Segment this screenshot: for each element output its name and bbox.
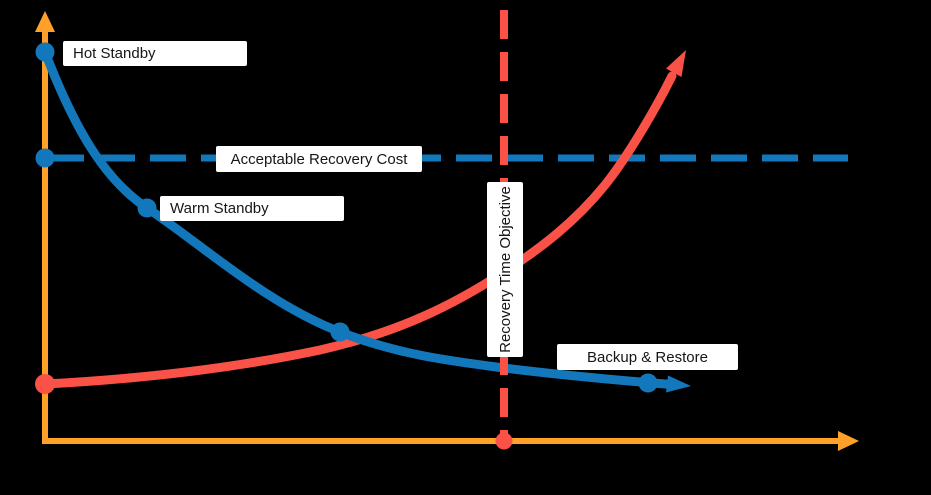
descending-curve-arrow-icon bbox=[666, 375, 691, 393]
ascending-curve-arrow-icon bbox=[666, 50, 686, 77]
backup-restore-label-text: Backup & Restore bbox=[587, 348, 708, 366]
hot-standby-label-text: Hot Standby bbox=[73, 45, 156, 62]
backup-restore-point bbox=[638, 373, 658, 393]
rto-axis-point bbox=[495, 432, 513, 450]
warm-standby-label: Warm Standby bbox=[160, 196, 344, 221]
y-axis-arrow-icon bbox=[35, 11, 55, 32]
ascending-curve-start-point bbox=[35, 374, 55, 394]
acceptable-recovery-cost-label-text: Acceptable Recovery Cost bbox=[230, 150, 408, 168]
acceptable-cost-axis-point bbox=[35, 148, 55, 168]
warm-standby-label-text: Warm Standby bbox=[170, 200, 269, 217]
warm-standby-point bbox=[137, 198, 157, 218]
ascending-cost-curve bbox=[40, 71, 677, 389]
acceptable-recovery-cost-label: Acceptable Recovery Cost bbox=[216, 146, 422, 172]
recovery-time-objective-label-text: Recovery Time Objective bbox=[496, 186, 514, 353]
mid-curve-point bbox=[330, 322, 350, 342]
recovery-time-objective-label: Recovery Time Objective bbox=[487, 182, 523, 357]
hot-standby-point bbox=[35, 42, 55, 62]
backup-restore-label: Backup & Restore bbox=[557, 344, 738, 370]
hot-standby-label: Hot Standby bbox=[63, 41, 247, 66]
x-axis-arrow-icon bbox=[838, 431, 859, 451]
